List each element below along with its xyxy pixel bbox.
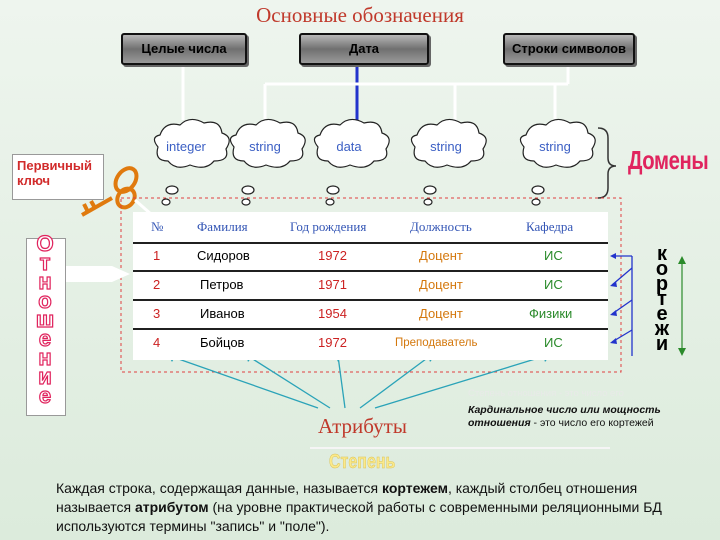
- row-divider: [133, 299, 608, 301]
- row-divider: [133, 242, 608, 244]
- header-number: №: [151, 219, 164, 234]
- relation-word: О т н о ш е н и е: [35, 231, 55, 408]
- relation-table: № Фамилия Год рождения Должность Кафедра…: [133, 212, 608, 360]
- row-divider: [133, 328, 608, 330]
- table-row: 2 Петров 1971 Доцент ИС: [153, 277, 563, 292]
- header-department: Кафедра: [526, 219, 574, 234]
- top-box-strings: Строки символов: [503, 33, 635, 65]
- domain-data: data: [336, 139, 362, 154]
- tuples-word: к о р т е ж и: [654, 243, 670, 355]
- table-row: 1 Сидоров 1972 Доцент ИС: [153, 248, 563, 263]
- table-row: 4 Бойцов 1972 Преподаватель ИС: [153, 335, 563, 350]
- header-surname: Фамилия: [197, 219, 248, 234]
- top-box-integers: Целые числа: [121, 33, 247, 65]
- page-title: Основные обозначения: [256, 3, 464, 27]
- cardinality-note: Кардинальное число или мощность отношени…: [468, 404, 661, 429]
- attributes-label: Атрибуты: [318, 414, 407, 438]
- domain-string-3: string: [539, 139, 571, 154]
- domains-label: Домены: [628, 145, 709, 175]
- table-row: 3 Иванов 1954 Доцент Физики: [153, 306, 573, 321]
- row-divider: [133, 270, 608, 272]
- domain-string-2: string: [430, 139, 462, 154]
- relation-panel: [26, 238, 66, 416]
- primary-key-label: Первичный ключ: [12, 154, 104, 200]
- degree-label: Степень: [329, 451, 396, 474]
- domain-integer: integer: [166, 139, 206, 154]
- top-box-date: Дата: [299, 33, 429, 65]
- degree-note: Степень отношения - это число его: [468, 388, 624, 399]
- header-birth-year: Год рождения: [290, 219, 367, 234]
- description-text: Каждая строка, содержащая данные, называ…: [56, 480, 662, 534]
- domain-string-1: string: [249, 139, 281, 154]
- header-position: Должность: [410, 219, 472, 234]
